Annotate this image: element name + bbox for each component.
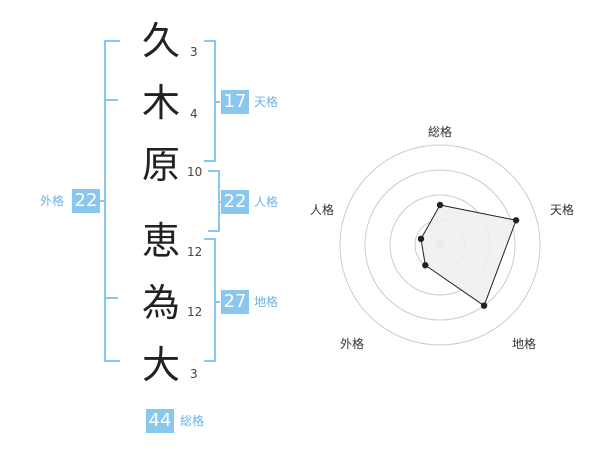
stroke-count-2: 4 — [190, 107, 198, 121]
name-char-4: 恵 — [141, 219, 180, 263]
radar-chart — [339, 144, 541, 346]
gaikaku-bracket-tick-1 — [106, 99, 118, 101]
radar-point-5 — [417, 235, 425, 243]
jinkaku-label: 人格 — [254, 195, 279, 209]
name-char-1: 久 — [141, 19, 180, 63]
stroke-count-5: 12 — [187, 305, 203, 319]
radar-axis-label-tenkaku: 天格 — [550, 203, 575, 217]
gaikaku-connector — [100, 200, 106, 202]
jinkaku-connector — [218, 201, 221, 203]
radar-grid-ring-2 — [364, 169, 516, 321]
stroke-count-6: 3 — [190, 367, 198, 381]
radar-point-1 — [436, 201, 444, 209]
radar-point-2 — [512, 217, 520, 224]
name-char-6: 大 — [141, 343, 180, 387]
chikaku-connector — [214, 301, 220, 303]
name-char-3: 原 — [141, 143, 180, 187]
gaikaku-label: 外格 — [40, 194, 65, 208]
chikaku-bracket — [204, 238, 216, 362]
radar-series-polygon — [420, 204, 517, 307]
radar-axis-label-soukaku: 総格 — [428, 125, 453, 139]
name-char-2: 木 — [141, 81, 180, 125]
chikaku-label: 地格 — [254, 295, 279, 309]
soukaku-value: 44 — [146, 409, 174, 433]
chikaku-value: 27 — [221, 290, 249, 314]
name-char-5: 為 — [141, 281, 180, 325]
tenkaku-value: 17 — [221, 90, 249, 114]
radar-axis-label-gaikaku: 外格 — [340, 337, 365, 351]
radar-axis-label-chikaku: 地格 — [512, 337, 537, 351]
radar-grid-ring-1 — [339, 144, 541, 346]
gaikaku-value: 22 — [72, 189, 100, 213]
stroke-count-1: 3 — [190, 45, 198, 59]
tenkaku-label: 天格 — [254, 95, 279, 109]
gaikaku-bracket — [104, 40, 120, 362]
stroke-count-4: 12 — [187, 245, 203, 259]
radar-axis-label-jinkaku: 人格 — [310, 203, 335, 217]
radar-point-4 — [422, 262, 429, 269]
stroke-count-3: 10 — [187, 165, 203, 179]
soukaku-label: 総格 — [180, 414, 205, 428]
radar-point-3 — [480, 302, 488, 309]
tenkaku-connector — [214, 101, 220, 103]
gaikaku-bracket-tick-2 — [106, 297, 118, 299]
jinkaku-value: 22 — [221, 190, 249, 214]
